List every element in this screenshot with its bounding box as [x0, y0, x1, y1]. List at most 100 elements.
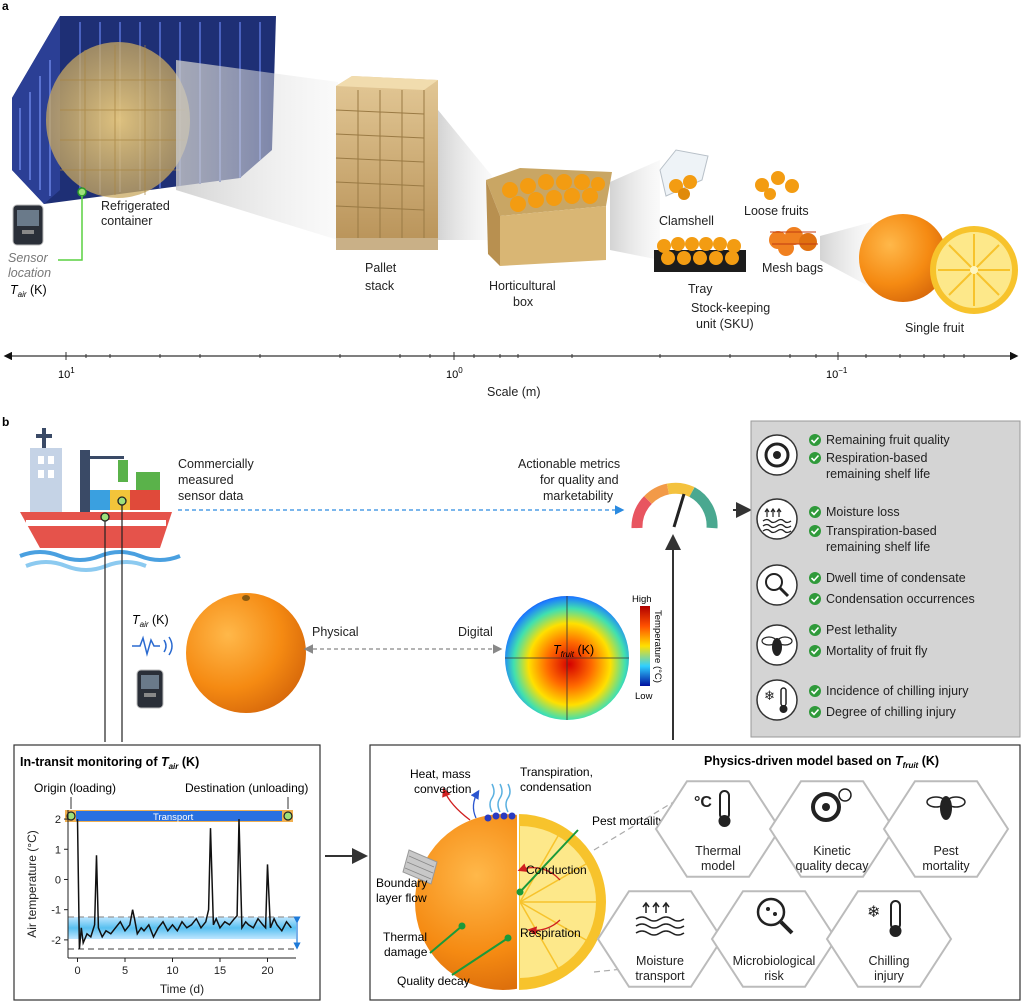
box-label-1: Horticultural — [489, 279, 556, 293]
svg-text:❄: ❄ — [867, 904, 880, 921]
check-icon — [809, 593, 821, 605]
transport-label: Transport — [153, 812, 194, 823]
horticultural-box-illustration — [486, 168, 612, 266]
model-module-label: Moisture — [636, 954, 684, 968]
colorbar-title: Temperature (°C) — [652, 610, 663, 683]
model-module-label: Thermal — [695, 844, 741, 858]
temperature-colorbar — [640, 606, 650, 686]
x-tick-label: 15 — [214, 965, 226, 977]
metric-text: Mortality of fruit fly — [826, 644, 928, 658]
metric-text: remaining shelf life — [826, 467, 930, 481]
y-tick-label: 0 — [55, 874, 61, 886]
gear-wheel-icon — [811, 788, 852, 822]
microscope-icon — [756, 897, 794, 935]
sensor-tair-label: Tair (K) — [10, 283, 47, 299]
sensor-label-1: Sensor — [8, 251, 48, 265]
scale-axis-label: Scale (m) — [487, 385, 540, 399]
scale-axis: 101 100 10−1 Scale (m) — [3, 351, 1019, 399]
target-temperature-band — [68, 917, 296, 939]
metric-text: Incidence of chilling injury — [826, 684, 969, 698]
model-module-label: mortality — [922, 859, 970, 873]
signal-wave-icon — [132, 635, 173, 657]
y-tick-label: 2 — [55, 814, 61, 826]
sensor-leader-line — [58, 196, 83, 261]
pallet-stack-illustration — [335, 76, 438, 250]
x-tick-label: 0 — [74, 965, 80, 977]
monitoring-title: In-transit monitoring of Tair (K) — [20, 755, 199, 771]
y-tick-label: -1 — [51, 905, 61, 917]
model-module-label: Pest — [933, 844, 959, 858]
x-tick-label: 5 — [122, 965, 128, 977]
sensor-logger-icon — [136, 669, 164, 709]
digital-fruit-heatmap — [505, 596, 629, 720]
commercial-label-2: measured — [178, 473, 234, 487]
commercial-label-1: Commercially — [178, 457, 254, 471]
thermal-damage-label-1: Thermal — [383, 930, 427, 944]
check-icon — [809, 645, 821, 657]
metric-text: Condensation occurrences — [826, 592, 975, 606]
actionable-label-1: Actionable metrics — [518, 457, 620, 471]
origin-marker — [66, 811, 76, 821]
sensor-point-2 — [117, 496, 127, 506]
mesh-bags-illustration — [769, 227, 818, 256]
origin-label: Origin (loading) — [34, 781, 116, 795]
check-icon — [809, 452, 821, 464]
container-label-2: container — [101, 214, 152, 228]
actionable-label-2: for quality and — [540, 473, 619, 487]
svg-text:°C: °C — [694, 794, 712, 811]
zoom-funnel — [176, 60, 338, 240]
conduction-label: Conduction — [526, 863, 587, 877]
quality-decay-leader — [451, 937, 509, 976]
metric-text: Moisture loss — [826, 505, 900, 519]
sensor-point-1 — [100, 512, 110, 522]
metric-text: Pest lethality — [826, 623, 898, 637]
model-module-label: model — [701, 859, 735, 873]
check-icon — [809, 624, 821, 636]
model-module-label: quality decay — [796, 859, 870, 873]
boundary-label-1: Boundary — [376, 876, 427, 890]
check-icon — [809, 525, 821, 537]
physical-orange-illustration — [186, 593, 306, 713]
metric-text: Dwell time of condensate — [826, 571, 966, 585]
colorbar-low: Low — [635, 691, 653, 702]
scale-tick-10-1: 101 — [58, 366, 75, 381]
sensor-device-icon — [12, 204, 44, 246]
mesh-bags-label: Mesh bags — [762, 261, 823, 275]
destination-marker — [283, 811, 293, 821]
metric-text: remaining shelf life — [826, 540, 930, 554]
metric-text: Transpiration-based — [826, 524, 937, 538]
scale-tick-10-minus1: 10−1 — [826, 366, 848, 381]
scale-tick-10-0: 100 — [446, 366, 463, 381]
x-tick-label: 10 — [166, 965, 178, 977]
moisture-icon — [635, 901, 685, 936]
tray-illustration — [654, 237, 746, 272]
clamshell-label: Clamshell — [659, 214, 714, 228]
panel-b-letter: b — [2, 415, 9, 429]
sku-label-2: unit (SKU) — [696, 317, 754, 331]
svg-text:❄: ❄ — [764, 688, 775, 703]
cargo-ship-illustration — [19, 428, 181, 572]
tray-label: Tray — [688, 282, 713, 296]
metric-text: Respiration-based — [826, 451, 927, 465]
loose-fruits-label: Loose fruits — [744, 204, 809, 218]
metric-text: Remaining fruit quality — [826, 433, 950, 447]
boundary-label-2: layer flow — [376, 891, 427, 905]
quality-wheel-icon — [756, 434, 798, 476]
x-axis-label: Time (d) — [160, 982, 204, 996]
check-icon — [809, 706, 821, 718]
model-module-label: Chilling — [869, 954, 910, 968]
tfruit-label: Tfruit (K) — [553, 643, 594, 659]
panel-a-letter: a — [2, 0, 9, 13]
check-icon — [809, 572, 821, 584]
air-temperature-series — [76, 819, 292, 949]
metrics-list: Remaining fruit qualityRespiration-based… — [756, 433, 975, 721]
thermal-damage-dot — [458, 922, 466, 930]
y-axis-label: Air temperature (°C) — [25, 830, 39, 938]
single-fruit-illustration — [859, 214, 1018, 314]
check-icon — [809, 434, 821, 446]
